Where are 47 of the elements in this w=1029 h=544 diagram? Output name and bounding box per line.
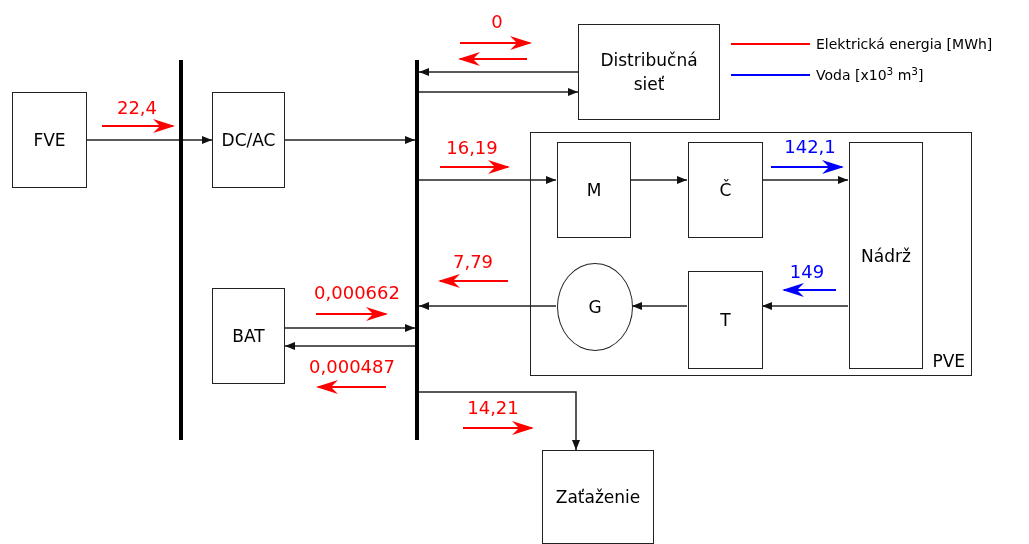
arrow xyxy=(418,176,557,184)
node-label: Zaťaženie xyxy=(554,486,642,509)
arrow xyxy=(761,176,849,184)
process-box xyxy=(557,142,631,238)
process-box xyxy=(212,288,285,384)
legend-text: Elektrická energia [MWh] xyxy=(816,35,993,53)
node-label: Nádrž xyxy=(860,244,912,268)
node-label: Č xyxy=(718,178,733,202)
arrow xyxy=(284,136,416,144)
flow-value: 16,19 xyxy=(446,137,498,159)
system-container xyxy=(530,132,972,376)
bus-bar xyxy=(179,60,183,440)
process-box xyxy=(542,450,654,544)
process-box xyxy=(688,142,763,238)
process-box xyxy=(849,142,923,369)
flow-value: 14,21 xyxy=(467,397,519,419)
arrow xyxy=(418,391,580,451)
flow-value: 149 xyxy=(789,261,825,283)
node-label: DC/AC xyxy=(220,129,277,152)
arrow xyxy=(631,302,688,310)
process-box xyxy=(578,24,720,120)
arrow xyxy=(761,302,849,310)
arrow xyxy=(418,302,557,310)
legend-text: Voda [x10$^{3}$ m$^{3}$] xyxy=(816,66,924,84)
node-label: Distribučná sieť xyxy=(599,49,699,96)
node-label: T xyxy=(719,309,732,332)
process-box xyxy=(212,92,285,188)
flow-value: 0,000662 xyxy=(314,282,400,304)
node-label: BAT xyxy=(231,325,266,348)
process-box xyxy=(12,92,87,188)
bus-bar xyxy=(415,60,419,440)
process-box xyxy=(688,271,763,369)
arrow xyxy=(418,68,579,76)
node-label: PVE xyxy=(932,349,965,373)
node-label: M xyxy=(585,179,603,202)
arrow xyxy=(629,176,688,184)
arrow xyxy=(182,136,213,144)
flow-value: 7,79 xyxy=(452,251,494,273)
node-label: FVE xyxy=(32,129,67,152)
arrow xyxy=(284,324,416,332)
flow-value: 0 xyxy=(491,11,503,33)
arrow xyxy=(284,342,416,350)
flow-value: 142,1 xyxy=(784,136,836,158)
arrow xyxy=(418,88,579,96)
node-label: G xyxy=(587,296,603,319)
flow-value: 22,4 xyxy=(116,97,158,119)
flow-value: 0,000487 xyxy=(309,356,395,378)
